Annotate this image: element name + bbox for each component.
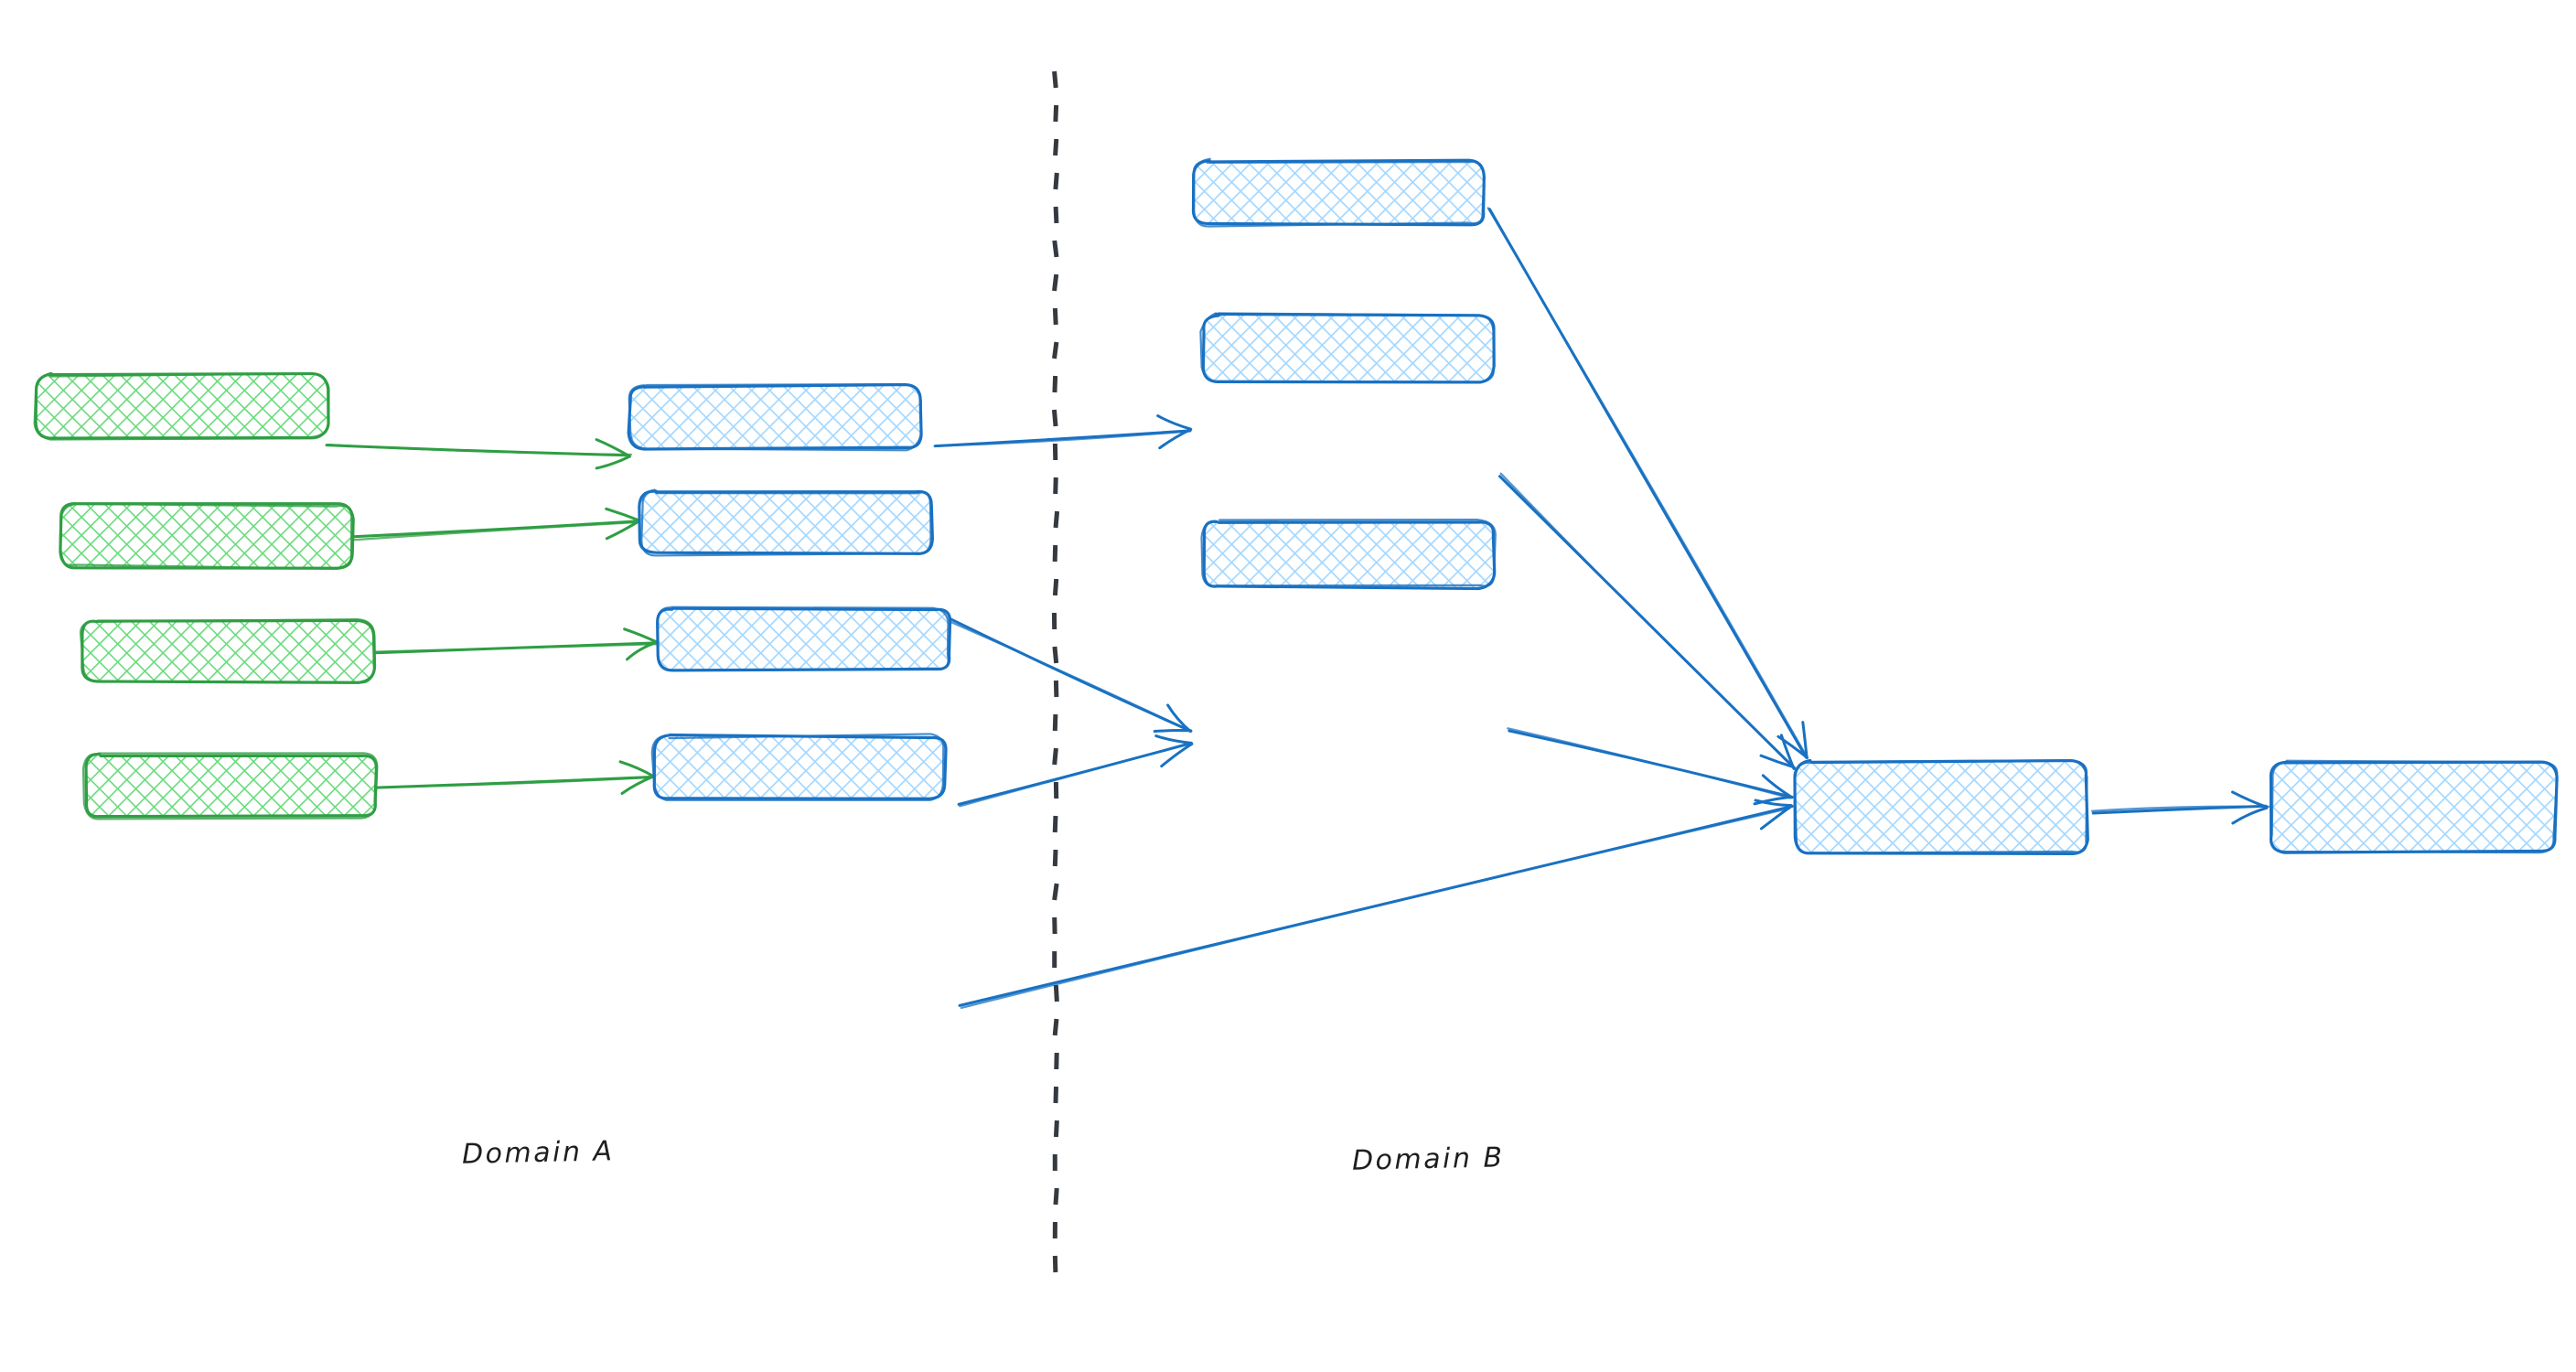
node-c2[interactable] <box>1199 312 1496 384</box>
edge-c3-d1 <box>1507 727 1794 806</box>
edge-d1-e1 <box>2090 790 2270 825</box>
node-c3[interactable] <box>1200 519 1497 591</box>
edge-a1-b1 <box>325 438 633 470</box>
edges-layer <box>325 207 2270 1009</box>
edge-b4-d1 <box>958 799 1794 1009</box>
node-d1[interactable] <box>1793 758 2089 855</box>
node-e1[interactable] <box>2269 759 2559 854</box>
edge-a4-b4 <box>374 760 656 796</box>
edge-a3-b3 <box>370 627 661 661</box>
node-a3[interactable] <box>79 618 377 684</box>
edge-b1-c2 <box>933 414 1193 450</box>
domain-b-label: Domain B <box>1351 1142 1505 1177</box>
node-a1[interactable] <box>33 371 330 441</box>
node-a4[interactable] <box>81 752 379 820</box>
domain-a-label: Domain A <box>461 1135 615 1171</box>
node-b3[interactable] <box>656 606 952 672</box>
node-b4[interactable] <box>650 733 948 801</box>
divider-layer <box>1051 70 1060 1273</box>
edge-a2-b2 <box>349 507 643 541</box>
node-a2[interactable] <box>59 502 355 570</box>
node-b2[interactable] <box>638 488 934 557</box>
nodes-layer <box>33 157 2559 855</box>
edge-c1-d1 <box>1487 207 1809 759</box>
domain-divider <box>1051 70 1060 1273</box>
edge-b3-c3 <box>957 734 1194 808</box>
node-b1[interactable] <box>627 382 923 452</box>
node-c1[interactable] <box>1191 157 1486 228</box>
edge-b2-c3 <box>937 612 1193 734</box>
edge-c2-d1 <box>1498 472 1797 770</box>
